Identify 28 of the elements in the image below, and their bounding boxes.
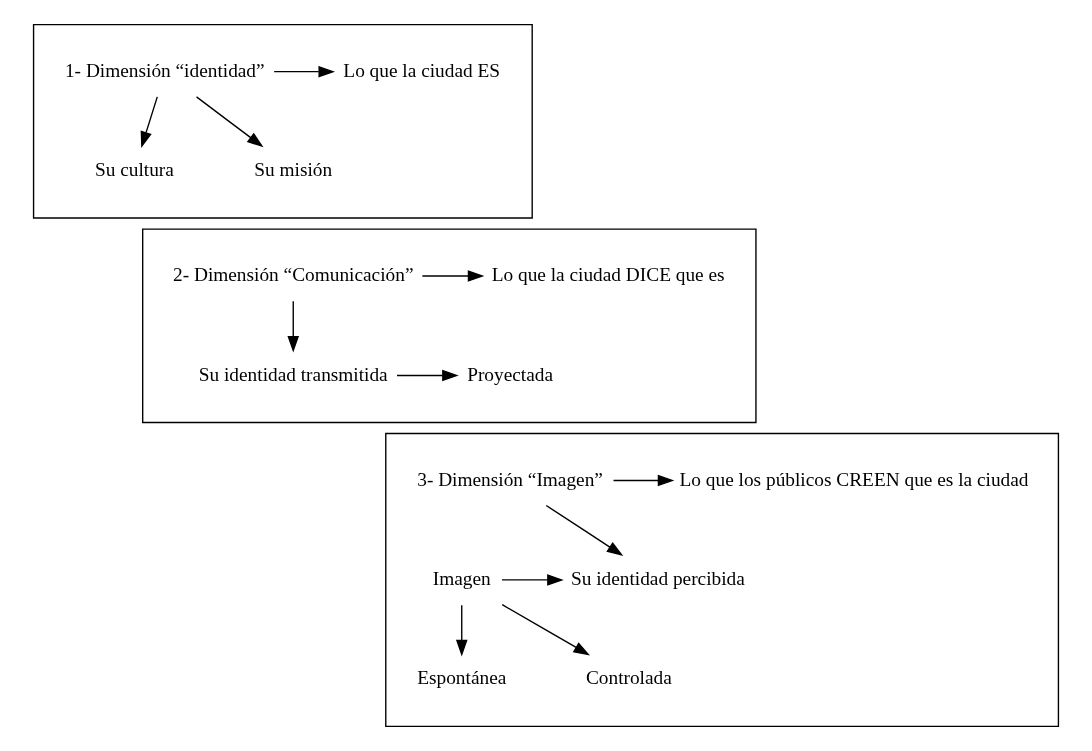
arrow [140, 96, 158, 149]
node-text: Su identidad transmitida [198, 363, 388, 385]
arrow [545, 504, 624, 556]
arrow [273, 65, 336, 78]
node-text: Imagen [432, 568, 491, 590]
node-text: Su identidad percibida [570, 568, 745, 590]
arrow [396, 369, 459, 382]
node-text: Lo que los públicos CREEN que es la ciudad [679, 468, 1029, 490]
node-text: Lo que la ciudad DICE que es [491, 264, 725, 286]
arrow [501, 604, 590, 656]
arrow [195, 96, 264, 148]
node-text: Proyectada [467, 363, 554, 385]
node-text: 1- Dimensión “identidad” [64, 59, 265, 81]
node-text: Controlada [585, 667, 672, 689]
arrow [501, 574, 564, 586]
node-text: Espontánea [417, 667, 507, 689]
node-text: 2- Dimensión “Comunicación” [173, 264, 414, 286]
cluster [32, 24, 533, 219]
arrow [421, 270, 485, 282]
cluster [385, 432, 1060, 728]
node-text: Su cultura [94, 159, 174, 181]
arrow [612, 474, 675, 487]
cluster [142, 228, 757, 424]
node-text: 3- Dimensión “Imagen” [417, 468, 603, 490]
arrow [455, 604, 468, 657]
arrow [287, 300, 300, 353]
node-text: Lo que la ciudad ES [343, 59, 501, 81]
node-text: Su misión [254, 159, 333, 181]
